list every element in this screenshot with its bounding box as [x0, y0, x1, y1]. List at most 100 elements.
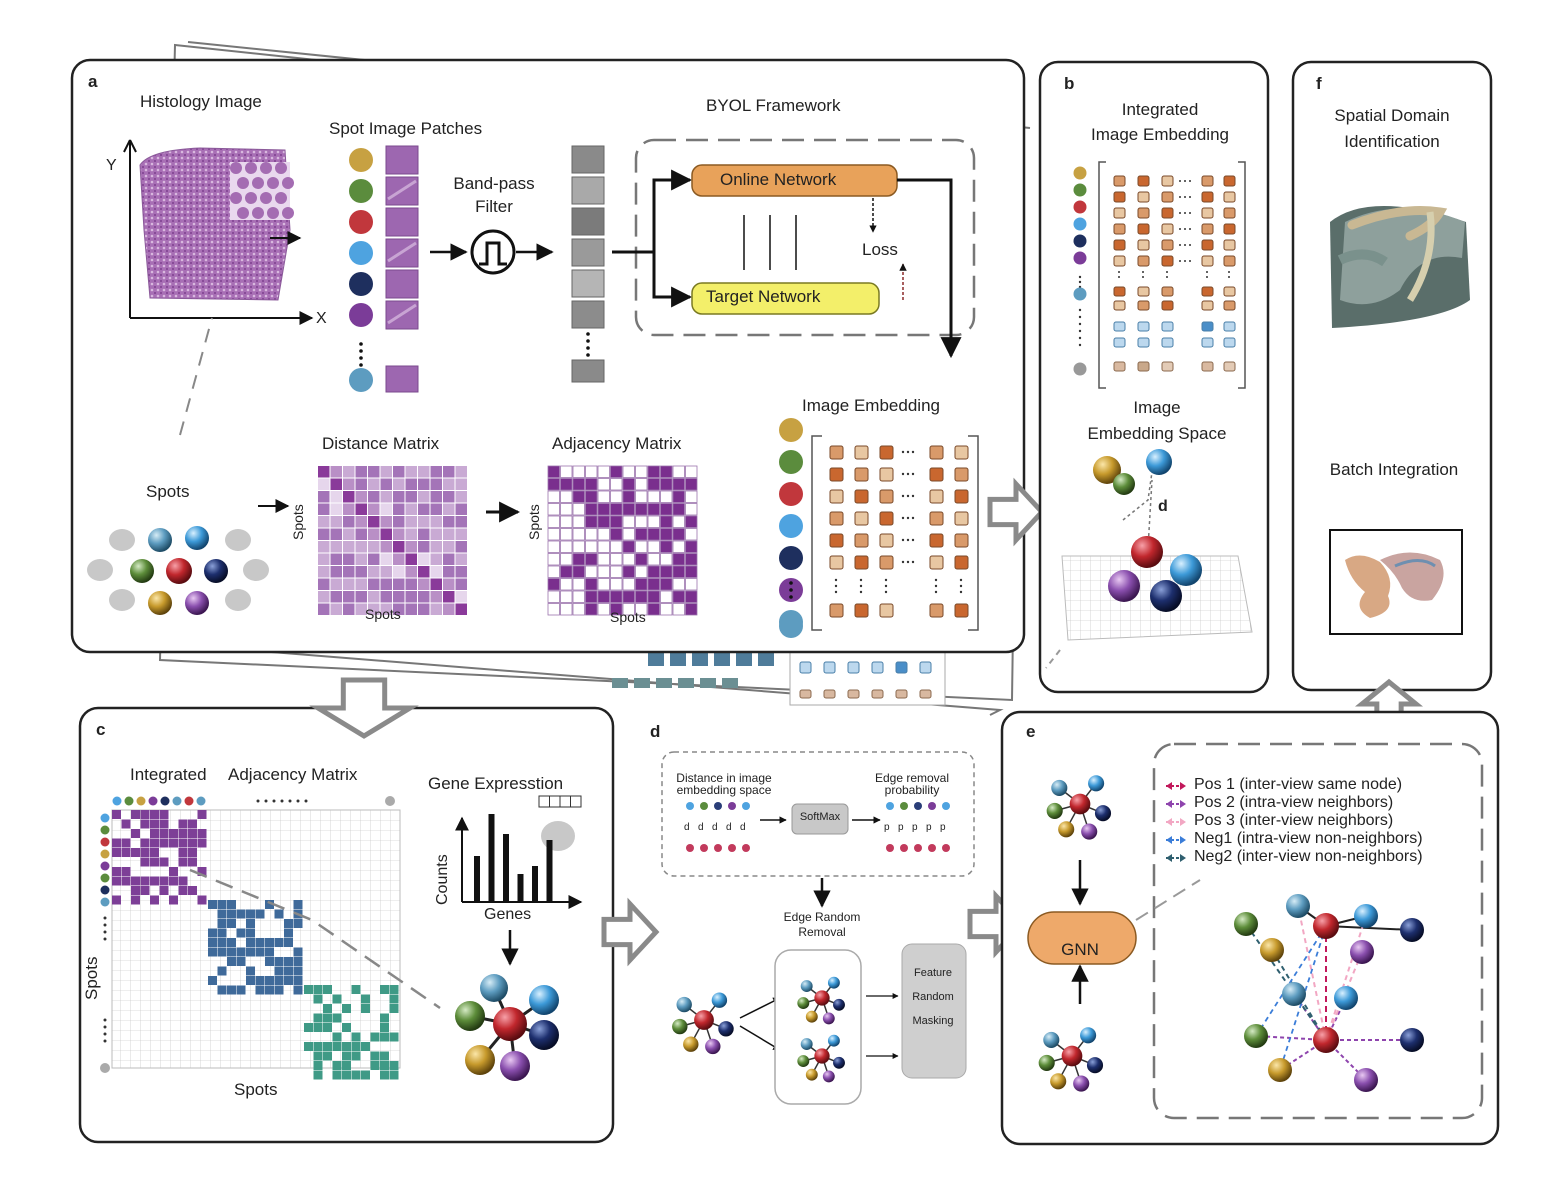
- filtered-patch: [571, 300, 605, 329]
- distance-cell: [368, 578, 380, 590]
- block-blue-cell: [293, 985, 303, 995]
- block-purple-cell: [121, 867, 131, 876]
- ellipsis-dot: [906, 450, 910, 454]
- ellipsis-dot: [288, 799, 292, 803]
- block-teal-cell: [313, 1013, 323, 1023]
- distance-cell: [443, 503, 455, 515]
- gnn-label: GNN: [1061, 940, 1099, 959]
- ib-cell: [1201, 300, 1214, 311]
- contrastive-node: [1400, 1028, 1424, 1052]
- edge-prob-line1: Edge removal: [874, 771, 950, 785]
- adjacency-cell: [622, 565, 635, 578]
- adjacency-cell: [635, 490, 648, 503]
- block-teal-cell: [370, 1061, 380, 1070]
- top-spot-dot: [124, 796, 134, 806]
- e-view-graph-bottom: [1038, 1027, 1104, 1092]
- ib-cell: [1201, 255, 1214, 267]
- block-teal-cell: [332, 1070, 342, 1080]
- distance-cell: [405, 478, 417, 490]
- ib-cell-blue: [1201, 337, 1214, 348]
- distance-cell: [355, 566, 367, 578]
- block-teal-cell: [380, 1023, 389, 1032]
- block-teal-cell: [313, 994, 323, 1004]
- adjacency-cell: [635, 565, 648, 578]
- contrastive-node: [1400, 918, 1424, 942]
- graph-node: [500, 1051, 530, 1081]
- block-purple-cell: [159, 857, 169, 867]
- spot-dot: [349, 148, 373, 172]
- pos2-edge: [1325, 925, 1413, 931]
- p-symbol: p: [926, 822, 932, 833]
- adjacency-cell: [685, 503, 698, 516]
- distance-cell: [318, 478, 330, 490]
- distance-vector-bottom-dot: [714, 844, 722, 852]
- block-blue-cell: [274, 938, 284, 947]
- legend-arrowhead-right: [1180, 836, 1186, 844]
- distance-cell: [318, 566, 330, 578]
- distance-cell: [430, 578, 442, 590]
- block-teal-cell: [323, 1004, 332, 1013]
- block-teal-cell: [323, 1023, 332, 1032]
- pos3-edge: [1325, 915, 1367, 1041]
- ellipsis-dot: [1184, 212, 1186, 214]
- edge-removal-box: [774, 949, 862, 1105]
- batch-integration-label: Batch Integration: [1329, 460, 1459, 479]
- block-blue-cell: [265, 947, 274, 957]
- distance-cell: [430, 466, 442, 478]
- ellipsis-dot: [901, 560, 905, 564]
- distance-cell: [355, 591, 367, 603]
- adjacency-cell: [622, 490, 635, 503]
- block-blue-cell: [227, 909, 236, 919]
- distance-cell: [455, 466, 467, 478]
- gene-bar: [488, 814, 495, 902]
- ellipsis-dot: [901, 472, 905, 476]
- block-purple-cell: [131, 829, 140, 838]
- a-to-c-arrow-icon: [309, 677, 419, 739]
- embedding-cell: [879, 445, 894, 460]
- adjacency-cell: [660, 490, 673, 503]
- embedding-cell: [954, 511, 969, 526]
- block-blue-cell: [255, 985, 265, 995]
- embedding-cell: [829, 445, 844, 460]
- block-purple-cell: [150, 838, 159, 848]
- emb-ball-red: [1131, 536, 1163, 568]
- block-purple-cell: [121, 848, 131, 857]
- distance-cell: [343, 566, 355, 578]
- block-teal-cell: [389, 985, 399, 994]
- adjacency-cell: [685, 515, 698, 528]
- y-axis-head: [123, 139, 137, 153]
- d-symbol: d: [712, 822, 718, 833]
- panel-a-letter: a: [88, 72, 98, 91]
- block-teal-cell: [304, 1042, 313, 1051]
- ib-cell: [1137, 191, 1150, 203]
- block-blue-cell: [227, 957, 236, 966]
- embedding-cell: [854, 511, 869, 526]
- embedding-cell: [929, 467, 944, 482]
- block-teal-cell: [342, 1004, 351, 1013]
- ellipsis-dot: [911, 560, 915, 564]
- distance-cell: [455, 566, 467, 578]
- contrastive-center: [1313, 1027, 1339, 1053]
- distance-cell: [405, 491, 417, 503]
- ib-cell: [1161, 191, 1174, 203]
- tissue-spot: [260, 192, 272, 204]
- distance-cell: [343, 603, 355, 615]
- d-branch-up: [739, 997, 781, 1019]
- top-spot-dot: [184, 796, 194, 806]
- ellipsis-dot: [1184, 228, 1186, 230]
- block-blue-cell: [208, 938, 217, 947]
- histology-to-spots-dashed: [179, 317, 213, 436]
- small-node: [1073, 1075, 1090, 1092]
- distance-cell: [343, 553, 355, 565]
- p-symbol: p: [912, 822, 918, 833]
- ellipsis-dot: [1179, 260, 1181, 262]
- distance-cell: [418, 466, 430, 478]
- tissue-spot: [230, 162, 242, 174]
- remnant-block: [678, 678, 694, 688]
- distance-cell: [418, 516, 430, 528]
- ib-cell: [1113, 207, 1126, 219]
- adjacency-cell: [585, 515, 598, 528]
- p-symbol: p: [940, 822, 946, 833]
- small-node: [1046, 802, 1063, 819]
- adjacency-cell: [585, 503, 598, 516]
